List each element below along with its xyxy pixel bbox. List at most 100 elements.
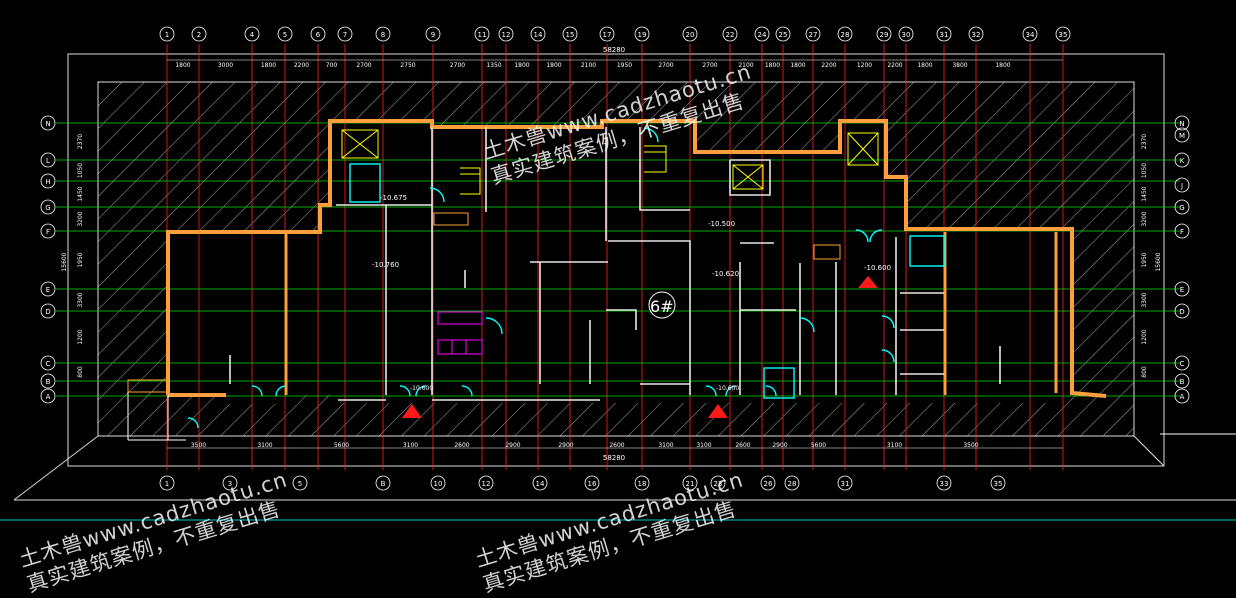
perspective-line-right (1133, 435, 1165, 467)
axis-bubble-bottom: 1 (159, 475, 175, 491)
axis-label-left: C (46, 360, 51, 368)
kitchen-fixtures (437, 311, 483, 355)
dimension-bottom: 2900 (558, 442, 573, 449)
axis-label-left: G (45, 204, 50, 212)
dimension-right: 1450 (1141, 186, 1148, 201)
axis-bubble-top: 34 (1022, 26, 1038, 42)
axis-label-bottom: 28 (788, 480, 797, 488)
axis-bubble-top: 30 (898, 26, 914, 42)
bottom-total-dimension: 58280 (603, 454, 625, 462)
axis-label-top: 31 (940, 31, 949, 39)
axis-label-bottom: 1 (165, 480, 169, 488)
axis-label-top: 22 (726, 31, 735, 39)
axis-bubble-right: C (1174, 355, 1190, 371)
axis-bubble-top: 25 (775, 26, 791, 42)
dimension-top: 700 (326, 62, 338, 69)
dimension-right: 3200 (1141, 211, 1148, 226)
axis-bubble-top: 14 (530, 26, 546, 42)
axis-bubble-top: 28 (837, 26, 853, 42)
unit-label: 6# (650, 297, 674, 316)
dimension-left: 800 (77, 366, 84, 378)
dimension-right: 1950 (1141, 252, 1148, 267)
axis-label-top: 8 (381, 31, 385, 39)
axis-label-top: 14 (534, 31, 543, 39)
axis-label-left: F (46, 228, 50, 236)
dimension-top: 1350 (486, 62, 501, 69)
left-total-dimension: 15600 (61, 252, 68, 271)
dimension-top: 1200 (857, 62, 872, 69)
dimension-left: 1450 (77, 186, 84, 201)
axis-label-top: 11 (478, 31, 487, 39)
elevation-4: -10.500 (708, 220, 735, 228)
axis-bubble-right: J (1174, 177, 1190, 193)
axis-bubble-right: K (1174, 152, 1190, 168)
axis-bubble-bottom: B (375, 475, 391, 491)
axis-bubble-top: 27 (805, 26, 821, 42)
dimension-left: 1950 (77, 252, 84, 267)
dimension-bottom: 2900 (772, 442, 787, 449)
dimension-bottom: 2600 (735, 442, 750, 449)
axis-label-top: 9 (431, 31, 435, 39)
plan-labels: 6# -10.675 -10.760 -10.620 -10.500 -10.6… (372, 194, 891, 392)
dimension-bottom: 2900 (505, 442, 520, 449)
axis-label-top: 28 (841, 31, 850, 39)
axis-label-left: D (45, 308, 50, 316)
axis-label-top: 34 (1026, 31, 1035, 39)
axis-bubble-bottom: 3 (222, 475, 238, 491)
axis-label-top: 1 (165, 31, 169, 39)
axis-label-top: 32 (972, 31, 981, 39)
axis-bubble-top: 19 (634, 26, 650, 42)
axis-bubble-bottom: 21 (682, 475, 698, 491)
dimension-top: 2700 (450, 62, 465, 69)
dimension-left: 3200 (77, 211, 84, 226)
interior-walls (229, 127, 1001, 401)
axis-label-bottom: 12 (482, 480, 491, 488)
axis-label-top: 12 (502, 31, 511, 39)
axis-bubble-top: 12 (498, 26, 514, 42)
elevation-3: -10.620 (712, 270, 739, 278)
entrance-marker-1 (402, 404, 422, 418)
axis-label-top: 24 (758, 31, 767, 39)
dimension-right: 1050 (1141, 163, 1148, 178)
dimension-bottom: 3100 (887, 442, 902, 449)
dimension-top: 2200 (294, 62, 309, 69)
axis-label-top: 25 (779, 31, 788, 39)
elevation-5: -10.600 (864, 264, 891, 272)
axis-bubble-right: E (1174, 281, 1190, 297)
dimension-top: 1950 (617, 62, 632, 69)
axis-bubble-left: E (40, 281, 56, 297)
axis-bubble-right: G (1174, 199, 1190, 215)
axis-label-top: 2 (197, 31, 201, 39)
dimension-bottom: 3500 (191, 442, 206, 449)
axis-bubble-bottom: 26 (760, 475, 776, 491)
axis-bubble-top: 15 (562, 26, 578, 42)
axis-bubble-left: G (40, 199, 56, 215)
right-total-dimension: 15600 (1155, 252, 1162, 271)
entrance-marker-3 (858, 276, 878, 288)
axis-bubble-bottom: 28 (784, 475, 800, 491)
axis-label-top: 19 (638, 31, 647, 39)
dimension-bottom: 5600 (811, 442, 826, 449)
axis-label-right: J (1180, 182, 1183, 190)
axis-label-bottom: 10 (434, 480, 443, 488)
axis-label-top: 5 (283, 31, 287, 39)
axis-label-bottom: 5 (298, 480, 302, 488)
axis-bubble-bottom: 35 (990, 475, 1006, 491)
perspective-line-left (13, 435, 99, 501)
axis-bubble-top: 35 (1055, 26, 1071, 42)
axis-bubble-right: N (1174, 115, 1190, 131)
axis-label-bottom: 3 (228, 480, 232, 488)
axis-bubble-top: 6 (310, 26, 326, 42)
axis-bubble-top: 31 (936, 26, 952, 42)
red-grid (166, 44, 1064, 470)
dimension-bottom: 3100 (658, 442, 673, 449)
dimension-top: 2100 (581, 62, 596, 69)
axis-bubble-left: C (40, 355, 56, 371)
elevation-1: -10.675 (380, 194, 407, 202)
axis-label-bottom: 23 (714, 480, 723, 488)
axis-label-right: K (1180, 157, 1185, 165)
axis-bubble-left: D (40, 303, 56, 319)
dimension-top: 1800 (546, 62, 561, 69)
room-tags (127, 212, 841, 393)
